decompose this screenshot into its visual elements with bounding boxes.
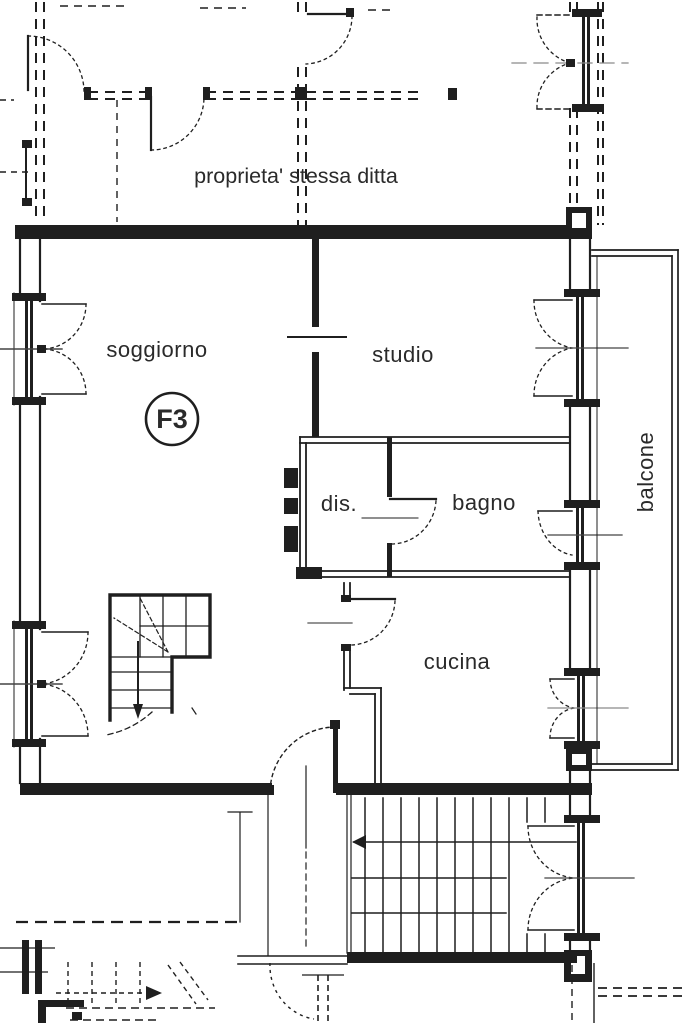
balcony-outline xyxy=(591,249,679,771)
adjacent-property-doors-windows xyxy=(22,8,629,206)
interior-walls-doors xyxy=(264,239,571,947)
annotation-proprieta: proprieta' stessa ditta xyxy=(194,164,398,188)
exterior-walls xyxy=(13,207,592,982)
lower-stair-dashed xyxy=(0,920,683,1023)
apartment-windows xyxy=(0,289,635,941)
label-bagno: bagno xyxy=(452,490,516,515)
communal-staircase xyxy=(227,794,577,965)
label-cucina: cucina xyxy=(424,649,491,674)
label-soggiorno: soggiorno xyxy=(106,337,207,362)
adjacent-property-walls xyxy=(0,2,604,225)
labels: proprieta' stessa ditta soggiorno studio… xyxy=(106,164,658,674)
unit-badge-circle xyxy=(144,391,200,447)
label-balcone: balcone xyxy=(633,432,658,513)
unit-badge-text: F3 xyxy=(156,404,188,434)
label-dis: dis. xyxy=(321,491,357,516)
label-studio: studio xyxy=(372,342,434,367)
internal-staircase xyxy=(105,593,212,736)
